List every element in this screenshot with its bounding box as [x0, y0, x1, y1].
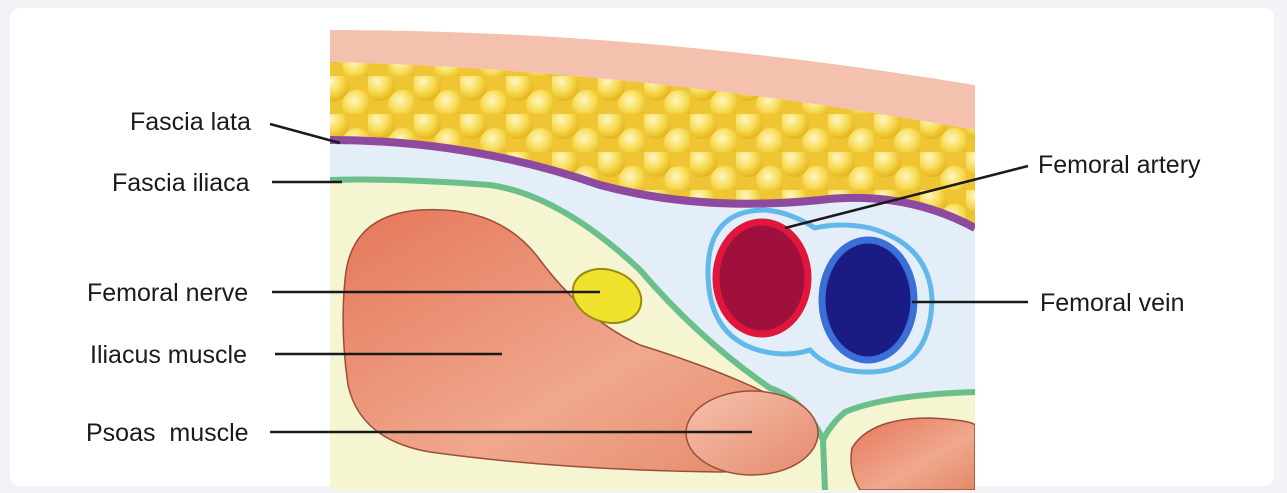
- femoral-artery-label: Femoral artery: [1038, 151, 1201, 179]
- femoral-nerve-label: Femoral nerve: [87, 279, 248, 307]
- femoral-vein-label: Femoral vein: [1040, 289, 1185, 317]
- cross-section: [330, 30, 975, 490]
- femoral-vein-shape: [822, 240, 914, 360]
- fascia-iliaca-label: Fascia iliaca: [112, 169, 250, 197]
- femoral-artery-shape: [716, 222, 808, 334]
- iliacus-muscle-label: Iliacus muscle: [90, 341, 247, 369]
- psoas-muscle-label: Psoas muscle: [86, 419, 249, 447]
- fascia-lata-leader: [270, 124, 340, 143]
- fascia-lata-label: Fascia lata: [130, 108, 251, 136]
